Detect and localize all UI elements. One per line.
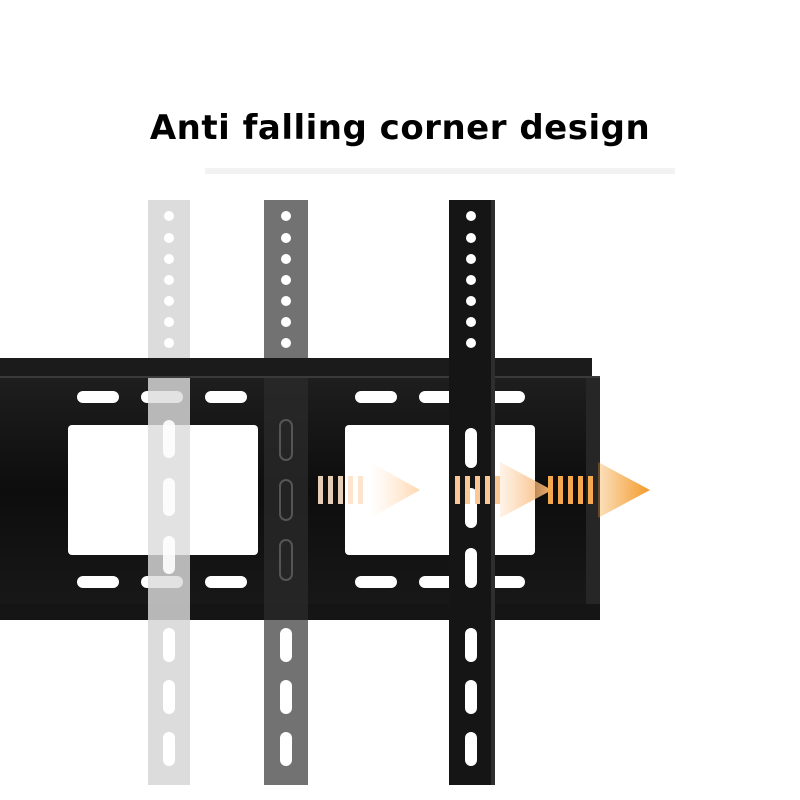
motion-arrow-3: [548, 462, 650, 518]
motion-arrow-1: [318, 462, 420, 518]
heading-underline-shadow: [205, 168, 675, 174]
arrow-right-icon: [370, 462, 420, 518]
arm-light-overlay: [148, 378, 190, 620]
arrow-right-icon: [598, 462, 650, 518]
arm-medium-overlay: [264, 378, 308, 620]
arm-medium-lower: [280, 628, 292, 766]
arm-light-lower: [163, 628, 175, 766]
headline: Anti falling corner design: [149, 108, 651, 148]
motion-arrow-2: [455, 462, 552, 518]
arrow-right-icon: [500, 462, 552, 518]
